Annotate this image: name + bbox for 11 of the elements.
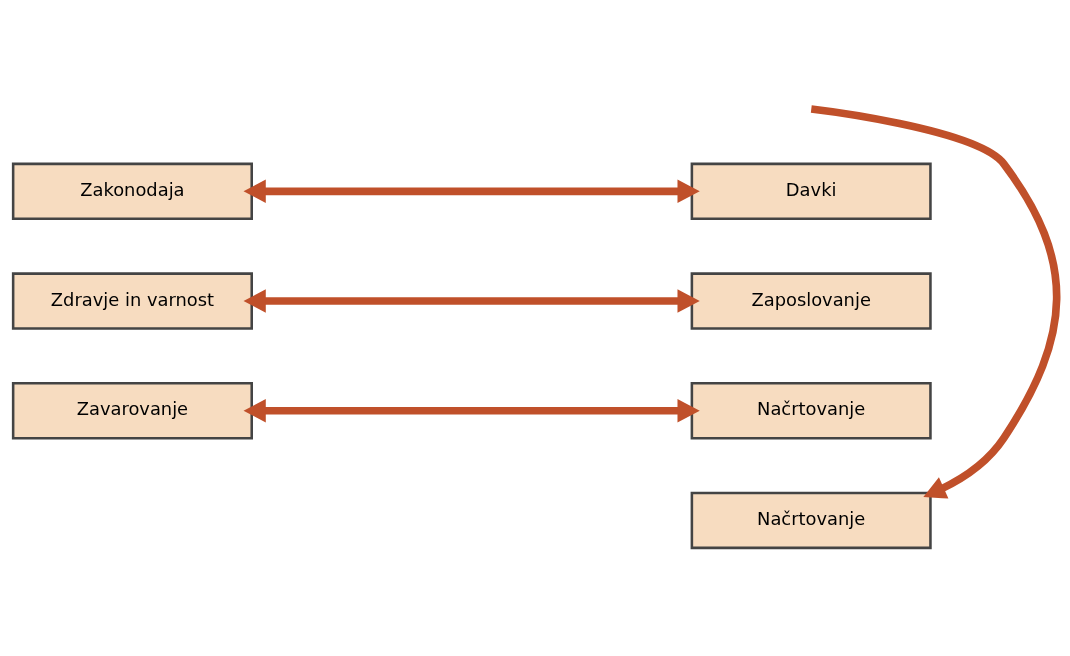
arrow [810,105,1061,499]
node-box: Zaposlovanje [690,272,932,330]
node-box: Zakonodaja [11,162,253,220]
node-box: Zavarovanje [11,382,253,440]
arrow [243,289,700,313]
arrow [243,179,700,203]
arrow [243,399,700,423]
node-box: Načrtovanje [690,382,932,440]
node-box: Davki [690,162,932,220]
node-box: Načrtovanje [690,491,932,550]
node-box: Zdravje in varnost [11,272,253,330]
